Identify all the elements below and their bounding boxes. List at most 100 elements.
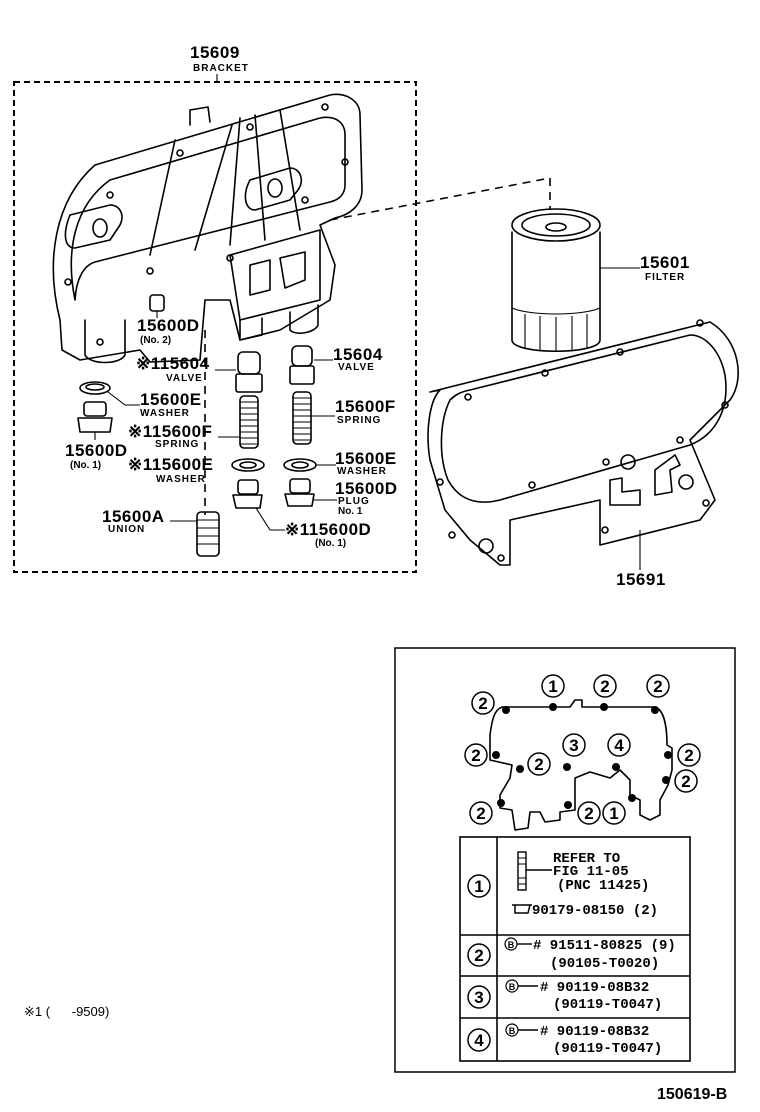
callout-circle[interactable]: 2 [674, 769, 698, 793]
bracket-part-number[interactable]: 15609 [190, 43, 240, 62]
union-drawing[interactable] [196, 511, 220, 557]
row-key: 3 [474, 988, 483, 1007]
spring-right-name: SPRING [337, 415, 381, 426]
bolt-table-row[interactable]: 3 B # 90119-08B32 (90119-T0047) [467, 979, 662, 1013]
stud-bolt-icon [517, 851, 552, 891]
right-spring-drawing[interactable] [292, 391, 312, 445]
right-valve-drawing[interactable] [289, 345, 315, 385]
right-plug-drawing[interactable] [284, 478, 315, 507]
svg-text:2: 2 [478, 694, 487, 713]
callout-circle[interactable]: 2 [577, 801, 601, 825]
bolt-table: 1 REFER TO FIG 11-05 (PNC 11425) 90179-0… [459, 836, 691, 1062]
svg-text:(PNC 11425): (PNC 11425) [557, 878, 649, 894]
plug-no2-number[interactable]: 15600D [137, 316, 200, 335]
svg-text:FIG 11-05: FIG 11-05 [553, 864, 629, 880]
plug-right-number[interactable]: 15600D [335, 479, 398, 498]
plug-outer-name: (No. 1) [70, 460, 101, 471]
svg-text:# 91511-80825 (9): # 91511-80825 (9) [533, 938, 676, 954]
union-number[interactable]: 15600A [102, 507, 165, 526]
svg-text:# 90119-08B32: # 90119-08B32 [540, 980, 649, 996]
plug-left-number[interactable]: ※115600D [285, 520, 371, 539]
callout-circle[interactable]: 4 [607, 733, 631, 757]
gasket-drawing[interactable] [427, 319, 739, 566]
washer-right-name: WASHER [337, 466, 387, 477]
union-name: UNION [108, 524, 145, 535]
spring-right-number[interactable]: 15600F [335, 397, 396, 416]
spring-left-name: SPRING [155, 439, 199, 450]
filter-name: FILTER [645, 272, 685, 283]
callout-circle[interactable]: 2 [469, 801, 493, 825]
washer-outer-name: WASHER [140, 408, 190, 419]
bolt-map-frame [394, 647, 736, 1073]
bolt-map-callouts: 2 1 2 2 2 2 3 4 2 2 2 2 1 [464, 674, 701, 825]
svg-text:2: 2 [653, 677, 662, 696]
footnote: ※1 ( -9509) [24, 1004, 109, 1019]
left-spring-drawing[interactable] [239, 395, 259, 449]
callout-circle[interactable]: 2 [646, 674, 670, 698]
svg-text:90179-08150 (2): 90179-08150 (2) [532, 903, 658, 919]
svg-text:B: B [508, 940, 515, 950]
left-washer-drawing[interactable] [231, 458, 265, 472]
svg-text:2: 2 [534, 755, 543, 774]
bolt-symbol-icon: B [505, 979, 538, 993]
svg-text:(90119-T0047): (90119-T0047) [553, 1041, 662, 1057]
flange-nut-icon [512, 904, 532, 914]
figure-id: 150619-B [657, 1086, 727, 1103]
filter-number[interactable]: 15601 [640, 253, 690, 272]
svg-text:# 90119-08B32: # 90119-08B32 [540, 1024, 649, 1040]
svg-text:2: 2 [471, 746, 480, 765]
svg-text:2: 2 [476, 804, 485, 823]
left-valve-drawing[interactable] [235, 351, 263, 393]
callout-circle[interactable]: 1 [602, 801, 626, 825]
gasket-number[interactable]: 15691 [616, 570, 666, 589]
svg-text:2: 2 [684, 746, 693, 765]
valve-right-name: VALVE [338, 362, 375, 373]
plug-right-sub: No. 1 [338, 506, 363, 517]
washer-right-number[interactable]: 15600E [335, 449, 397, 468]
svg-text:4: 4 [614, 736, 624, 755]
plug-outer-number[interactable]: 15600D [65, 441, 128, 460]
svg-text:B: B [509, 1026, 516, 1036]
callout-circle[interactable]: 1 [541, 674, 565, 698]
plug-right-name: PLUG [338, 496, 370, 507]
callout-circle[interactable]: 2 [527, 752, 551, 776]
bolt-table-row[interactable]: 4 B # 90119-08B32 (90119-T0047) [467, 1023, 662, 1057]
callout-circle[interactable]: 2 [593, 674, 617, 698]
outer-washer-drawing[interactable] [79, 381, 111, 395]
washer-left-number[interactable]: ※115600E [128, 455, 213, 474]
svg-text:(90105-T0020): (90105-T0020) [550, 956, 659, 972]
svg-text:(90119-T0047): (90119-T0047) [553, 997, 662, 1013]
washer-left-name: WASHER [156, 474, 206, 485]
svg-text:2: 2 [584, 804, 593, 823]
bracket-drawing[interactable] [52, 93, 363, 364]
svg-text:2: 2 [600, 677, 609, 696]
outer-plug-drawing[interactable] [77, 401, 113, 433]
svg-text:3: 3 [569, 736, 578, 755]
valve-right-number[interactable]: 15604 [333, 345, 383, 364]
bracket-assembly-group-box [13, 81, 417, 573]
spring-left-number[interactable]: ※115600F [128, 422, 212, 441]
callout-circle[interactable]: 3 [562, 733, 586, 757]
svg-text:2: 2 [681, 772, 690, 791]
washer-outer-number[interactable]: 15600E [140, 390, 202, 409]
callout-circle[interactable]: 2 [677, 743, 701, 767]
svg-text:REFER TO: REFER TO [553, 851, 620, 867]
bracket-part-name: BRACKET [193, 63, 249, 74]
left-plug-drawing[interactable] [232, 479, 263, 509]
bolt-symbol-icon: B [505, 1023, 538, 1037]
right-washer-drawing[interactable] [283, 458, 317, 472]
oil-filter-drawing[interactable] [511, 208, 601, 352]
valve-left-number[interactable]: ※115604 [136, 354, 210, 373]
svg-text:1: 1 [548, 677, 557, 696]
filter-mount-leader [329, 177, 551, 221]
svg-text:B: B [509, 982, 516, 992]
bolt-symbol-icon: B [504, 937, 532, 951]
plug-no2-name: (No. 2) [140, 335, 171, 346]
row-key: 1 [474, 877, 483, 896]
callout-circle[interactable]: 2 [471, 691, 495, 715]
bolt-table-row[interactable]: 2 B # 91511-80825 (9) (90105-T0020) [467, 937, 676, 972]
bolt-table-row[interactable]: 1 REFER TO FIG 11-05 (PNC 11425) 90179-0… [467, 851, 658, 919]
callout-circle[interactable]: 2 [464, 743, 488, 767]
valve-left-name: VALVE [166, 373, 203, 384]
